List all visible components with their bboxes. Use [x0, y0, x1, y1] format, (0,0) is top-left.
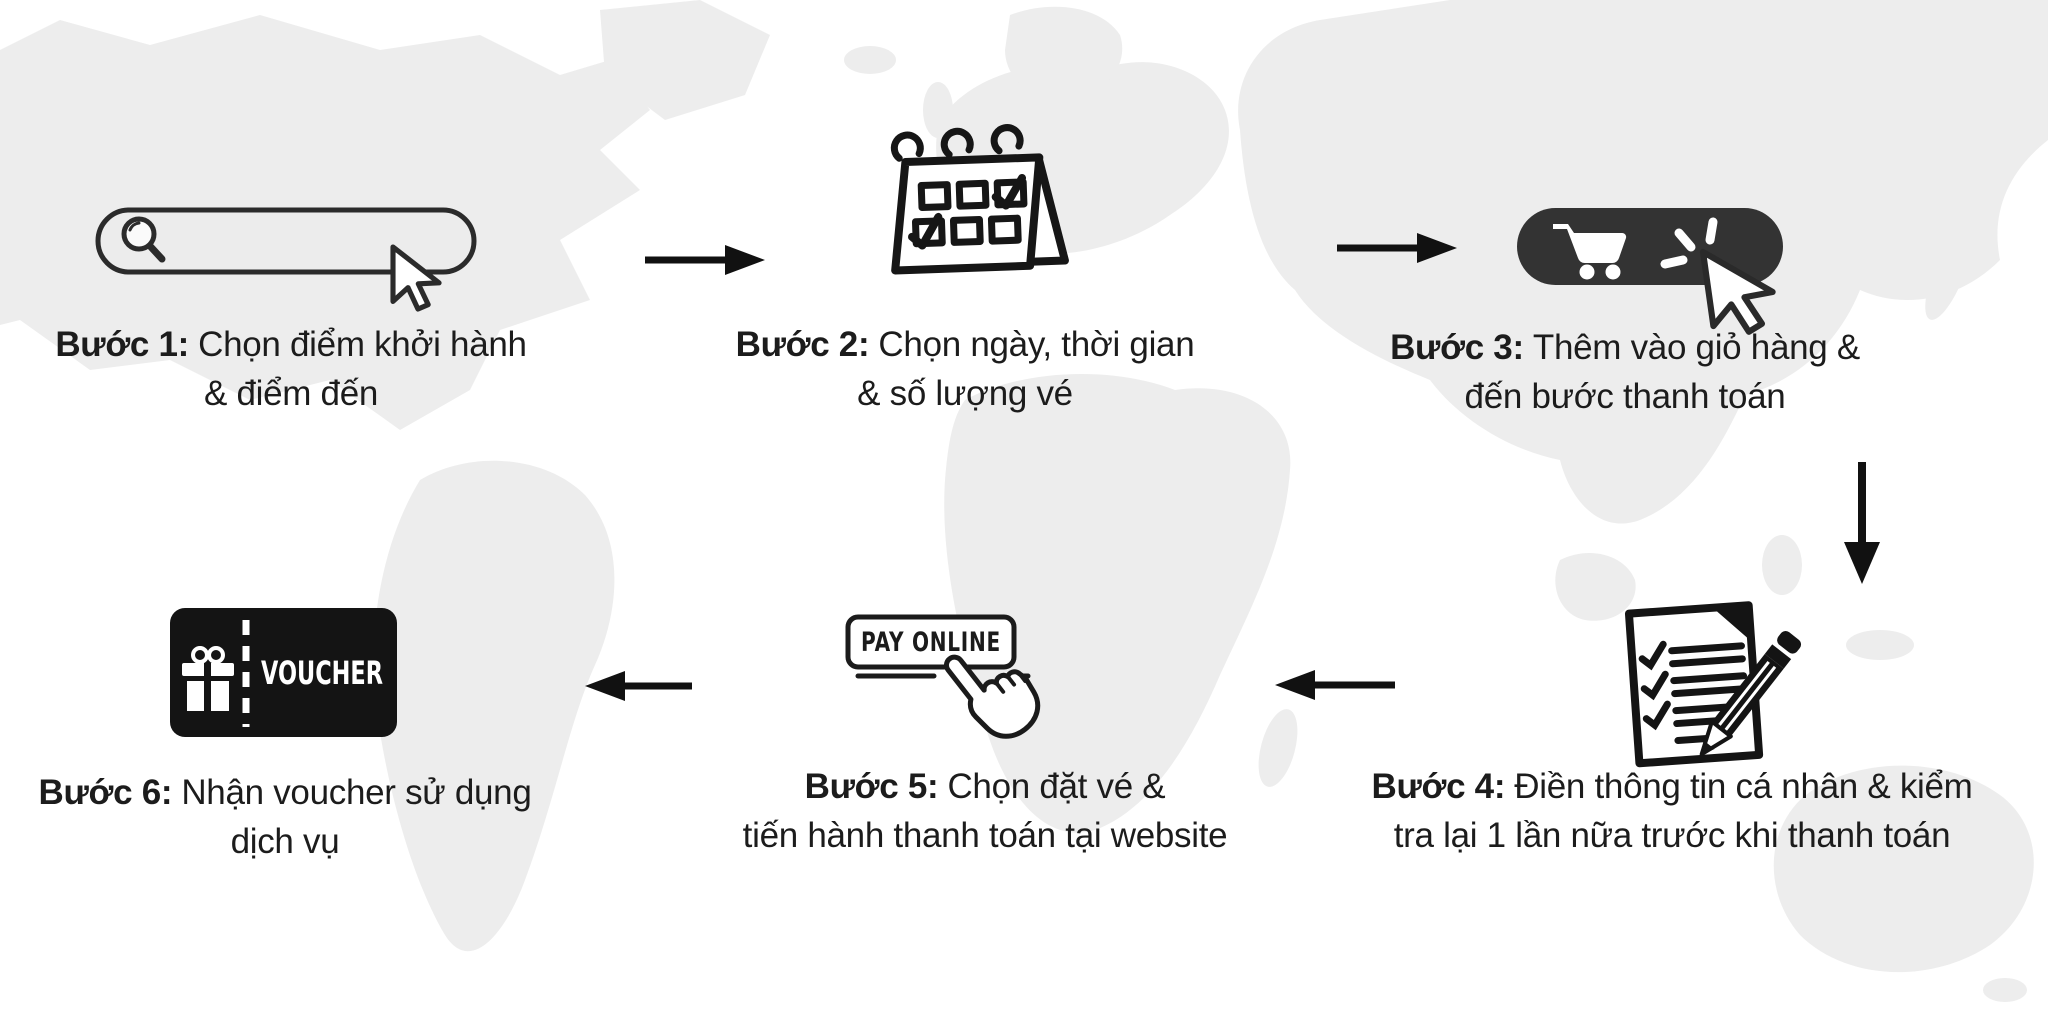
arrow-right-icon [645, 245, 765, 275]
step-5-caption-line-1: Bước 5:Chọn đặt vé & [804, 767, 1166, 806]
cursor-arrow-icon [1699, 248, 1776, 335]
step-1-label: Bước 1: [55, 325, 190, 364]
click-spark-icon [1660, 217, 1718, 269]
step-6-caption: Bước 6:Nhận voucher sử dụng dịch vụ [39, 768, 532, 866]
pointing-hand-icon [943, 654, 1041, 739]
step-4-caption: Bước 4:Điền thông tin cá nhân & kiểm tra… [1371, 762, 1972, 860]
cart-button-icon [1517, 208, 1783, 335]
step-2-label: Bước 2: [735, 325, 870, 364]
check-mark-icon [1640, 670, 1669, 701]
search-bar-icon [95, 207, 477, 312]
check-mark-icon [991, 173, 1027, 210]
calendar-icon [890, 124, 1069, 275]
pay-online-label: PAY ONLINE [861, 627, 1001, 658]
check-mark-icon [1638, 640, 1667, 671]
step-6-caption-line-2: dịch vụ [230, 822, 340, 861]
check-mark-icon [1642, 700, 1671, 731]
step-1-caption: Bước 1:Chọn điểm khởi hành & điểm đến [55, 320, 527, 418]
step-6-caption-line-1: Bước 6:Nhận voucher sử dụng [38, 773, 532, 812]
checklist-icon [1624, 601, 1802, 768]
step-3-caption-line-1: Bước 3:Thêm vào giỏ hàng & [1390, 328, 1860, 367]
folded-corner-icon [1712, 605, 1752, 642]
step-2-caption: Bước 2:Chọn ngày, thời gian & số lượng v… [736, 320, 1195, 418]
step-3-caption: Bước 3:Thêm vào giỏ hàng & đến bước than… [1390, 323, 1860, 421]
arrow-right-icon [1337, 233, 1457, 263]
check-mark-icon [908, 212, 943, 250]
step-4-label: Bước 4: [1371, 767, 1506, 806]
magnifier-icon [121, 216, 166, 263]
step-1-caption-line-1: Bước 1:Chọn điểm khởi hành [55, 325, 527, 364]
step-3-label: Bước 3: [1390, 328, 1524, 367]
step-4-caption-line-1: Bước 4:Điền thông tin cá nhân & kiểm [1371, 767, 1973, 806]
arrow-left-icon [585, 671, 692, 701]
arrow-left-icon [1275, 670, 1395, 700]
step-2-caption-line-1: Bước 2:Chọn ngày, thời gian [735, 325, 1195, 364]
step-5-caption-line-2: tiến hành thanh toán tại website [742, 816, 1228, 855]
gift-icon [182, 646, 234, 711]
voucher-icon: VOUCHER [170, 608, 397, 737]
step-1-caption-line-2: & điểm đến [203, 374, 379, 413]
pencil-icon [1699, 631, 1802, 757]
arrow-down-icon [1844, 462, 1880, 584]
step-5-caption: Bước 5:Chọn đặt vé & tiến hành thanh toá… [743, 762, 1228, 860]
step-3-caption-line-2: đến bước thanh toán [1464, 377, 1786, 416]
pay-online-button-icon: PAY ONLINE [845, 614, 1041, 739]
cursor-arrow-icon [390, 244, 442, 312]
step-4-caption-line-2: tra lại 1 lần nữa trước khi thanh toán [1393, 816, 1951, 855]
step-6-label: Bước 6: [38, 773, 173, 812]
cart-icon [1553, 224, 1627, 280]
step-5-label: Bước 5: [804, 767, 939, 806]
voucher-label: VOUCHER [261, 654, 383, 692]
step-2-caption-line-2: & số lượng vé [857, 374, 1073, 413]
